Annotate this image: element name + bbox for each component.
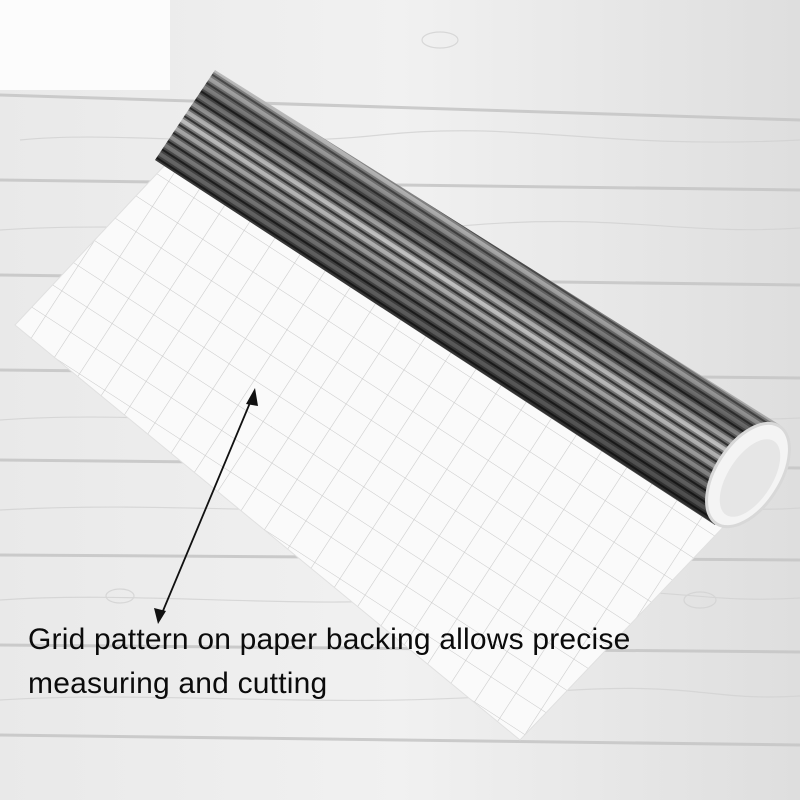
callout-arrow <box>154 388 258 624</box>
carbon-fiber-vinyl-roll <box>155 70 791 529</box>
caption-text: Grid pattern on paper backing allows pre… <box>28 618 788 706</box>
caption-line-2: measuring and cutting <box>28 667 328 700</box>
caption-line-1: Grid pattern on paper backing allows pre… <box>28 623 631 656</box>
